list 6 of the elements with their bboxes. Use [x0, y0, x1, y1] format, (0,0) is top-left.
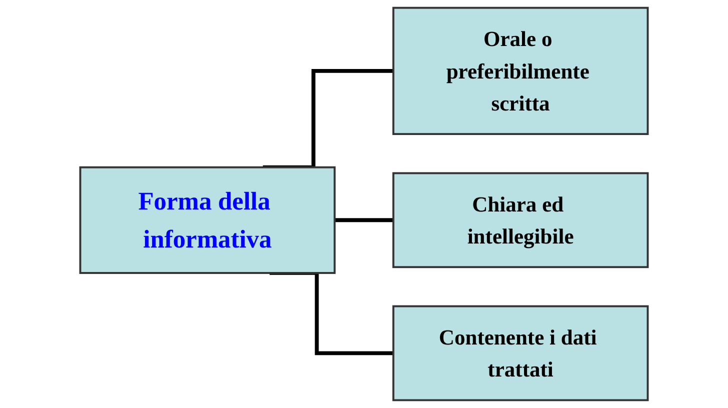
- node-box: Orale o preferibilmente scritta: [392, 6, 649, 136]
- connector: [270, 271, 394, 356]
- connector: [334, 218, 394, 222]
- node-box: Contenente i dati trattati: [392, 305, 649, 402]
- node-box: Forma della informativa: [79, 166, 336, 274]
- node-box: Chiara ed intellegibile: [392, 172, 649, 268]
